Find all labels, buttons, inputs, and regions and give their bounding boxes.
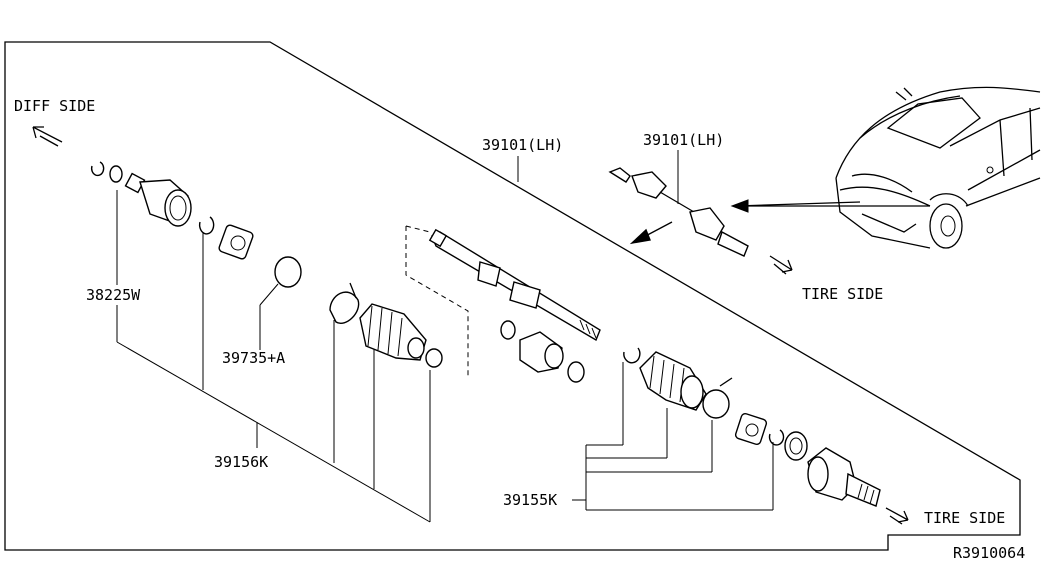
- tripod-bearing: [218, 224, 254, 260]
- part-39735a-label: 39735+A: [222, 349, 285, 367]
- outer-bearing: [734, 412, 768, 446]
- snap-ring-left: [90, 161, 105, 177]
- circlip-left: [198, 216, 215, 235]
- drive-shaft: [428, 228, 601, 342]
- boot-band-large: [329, 291, 360, 324]
- boot-clamp-small: [425, 348, 443, 368]
- washer-left: [109, 165, 123, 183]
- diagram-frame: [4, 41, 1021, 551]
- boot-band-outer: [702, 377, 733, 419]
- tire-side-lower-arrow-icon: [885, 507, 909, 525]
- boot-ring-39735: [274, 256, 302, 288]
- inner-boot: [359, 303, 427, 361]
- outer-cv-joint: [807, 447, 881, 507]
- shaft-inset-label: 39101(LH): [643, 131, 724, 149]
- inset-leader-to-car: [730, 199, 930, 213]
- part-39155k-label: 39155K: [503, 491, 557, 509]
- damper-ring-right: [567, 361, 585, 383]
- diff-side-label: DIFF SIDE: [14, 97, 95, 115]
- tire-side-lower-label: TIRE SIDE: [924, 509, 1005, 527]
- outer-seal: [784, 431, 808, 461]
- shaft-main-label: 39101(LH): [482, 136, 563, 154]
- tire-side-upper-label: TIRE SIDE: [802, 285, 883, 303]
- dynamic-damper: [519, 331, 564, 373]
- damper-ring-left: [500, 320, 516, 340]
- part-39156k-label: 39156K: [214, 453, 268, 471]
- leader-lines-right: [572, 362, 774, 511]
- circlip-outer: [768, 429, 785, 446]
- boot-clamp-outer-small: [623, 347, 641, 364]
- inset-arrow-down-icon: [629, 221, 673, 245]
- vehicle-illustration: [835, 86, 1041, 249]
- inset-shaft: [608, 167, 749, 257]
- shaft-dashed-box: [405, 225, 469, 378]
- tire-side-upper-arrow-icon: [769, 255, 793, 275]
- inner-cv-joint: [124, 172, 192, 227]
- diagram-code: R3910064: [953, 544, 1025, 562]
- part-38225w-label: 38225W: [86, 286, 141, 304]
- diff-side-arrow-icon: [32, 126, 63, 147]
- leader-lines-left: [116, 190, 431, 523]
- outer-boot: [639, 351, 707, 411]
